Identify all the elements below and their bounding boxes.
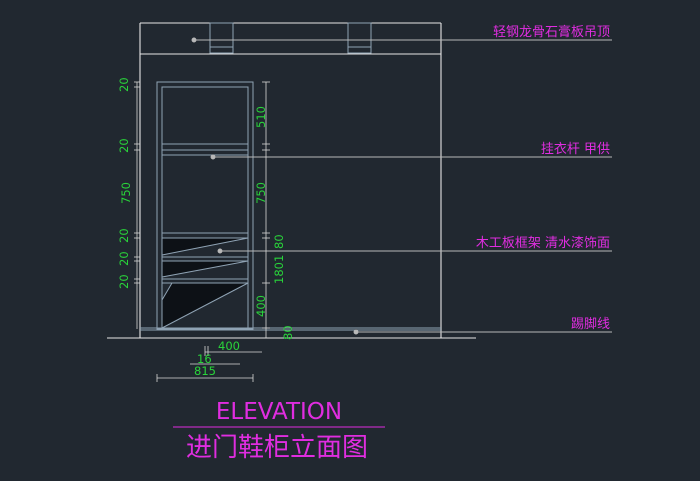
dim-right-1: 510	[254, 106, 268, 128]
leader-frame-dot	[217, 248, 223, 254]
dim-right-5: 400	[254, 295, 268, 317]
opening-frame	[107, 22, 476, 339]
ceiling-hangers	[209, 22, 372, 54]
dim-left-2: 20	[117, 138, 131, 153]
annotation-frame: 木工板框架 清水漆饰面	[476, 235, 610, 251]
dimension-text: 20 20 750 20 20 20 510 750 1801 80 400 8…	[117, 77, 295, 378]
leader-rod-dot	[210, 154, 216, 160]
title-cn: 进门鞋柜立面图	[186, 433, 368, 463]
dim-right-4: 80	[272, 234, 286, 249]
leader-skirting-dot	[353, 329, 359, 335]
dim-right-3: 1801	[272, 255, 286, 284]
annotation-skirting: 踢脚线	[571, 316, 610, 332]
dim-left-5: 20	[117, 251, 131, 266]
title-en: ELEVATION	[216, 399, 342, 425]
dim-left-3: 750	[119, 182, 133, 204]
annotation-ceiling: 轻钢龙骨石膏板吊顶	[493, 24, 610, 40]
dim-right-2: 750	[254, 182, 268, 204]
shoe-shelf-3	[161, 282, 249, 329]
dim-left-4: 20	[117, 228, 131, 243]
dim-bottom-16-label: 16	[197, 352, 212, 366]
shoe-shelf-1	[161, 237, 249, 256]
cabinet-inner	[161, 86, 249, 330]
leader-lines	[191, 37, 612, 335]
dim-right-6: 80	[281, 325, 295, 340]
ceiling-hanger-left	[209, 22, 234, 54]
dim-left-6: 20	[117, 274, 131, 289]
dim-left-1: 20	[117, 77, 131, 92]
annotation-text: 轻钢龙骨石膏板吊顶 挂衣杆 甲供 木工板框架 清水漆饰面 踢脚线	[476, 24, 610, 332]
skirting-board	[140, 327, 441, 331]
ceiling-hanger-right	[347, 22, 372, 54]
inclined-shoe-shelves	[161, 237, 249, 329]
dimension-lines	[134, 81, 270, 382]
drawing-title: ELEVATION 进门鞋柜立面图	[173, 399, 385, 463]
dim-bottom-815-label: 815	[194, 364, 216, 378]
leader-ceiling-dot	[191, 37, 197, 43]
annotation-rod: 挂衣杆 甲供	[541, 141, 610, 157]
dim-bottom-400-label: 400	[218, 339, 240, 353]
shoe-shelf-2	[161, 260, 249, 278]
